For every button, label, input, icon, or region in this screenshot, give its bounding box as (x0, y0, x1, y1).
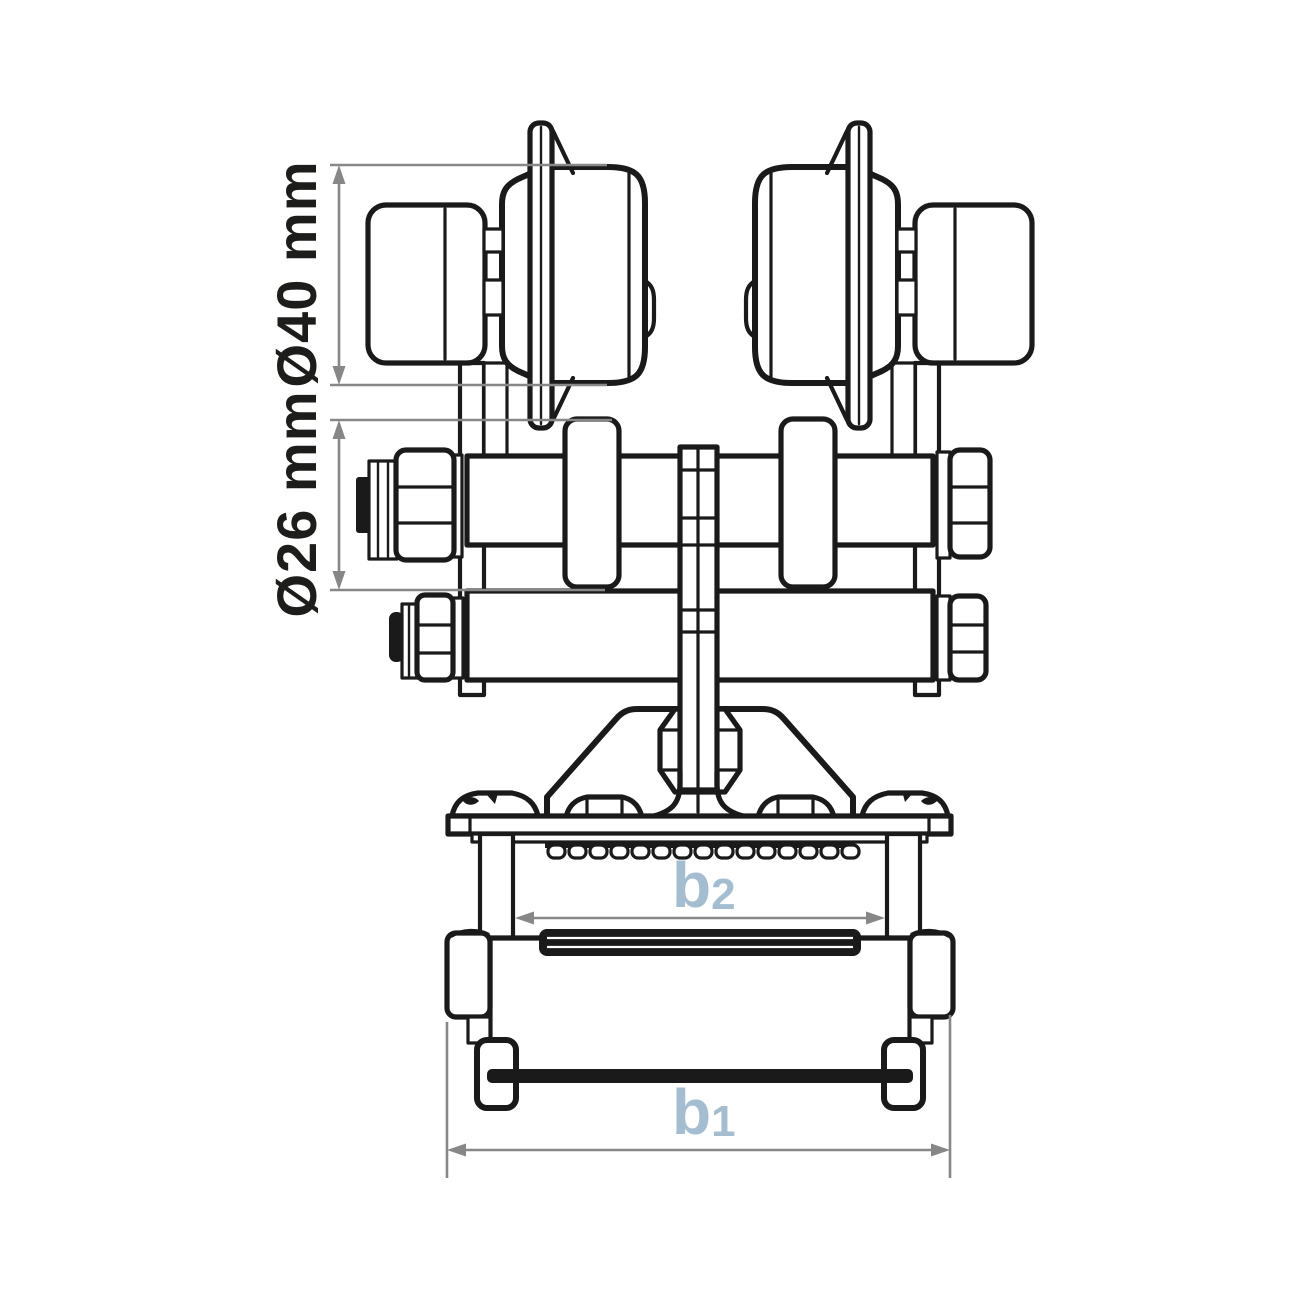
bolt-left-upper-stud (356, 477, 370, 533)
wheel-left-hub-bump (642, 278, 657, 340)
dimension-roller-diameter: Ø40 mm (265, 161, 607, 388)
side-plate-right-upper-bracket (890, 361, 917, 458)
c-profile-lip-left (444, 928, 493, 1045)
wheel-left-hub-stub-upper (482, 227, 505, 254)
clamp-plate (445, 813, 954, 837)
dimension-outer-width-b1: b1 (445, 1015, 952, 1178)
c-profile-clamp (444, 831, 953, 1111)
dimension-label-inner-width: b2 (672, 849, 736, 921)
bolt-left-upper-washers (367, 459, 399, 561)
center-strap (647, 444, 750, 834)
buffer-strip (539, 929, 861, 956)
dimension-label-roller-diameter: Ø40 mm (265, 161, 328, 388)
spacer-sleeve-right (778, 416, 838, 590)
bolt-left-lower (389, 592, 456, 683)
dimension-label-outer-width: b1 (672, 1076, 736, 1148)
clamp-plate-assembly (445, 790, 954, 860)
bolt-right-lower (947, 593, 989, 683)
hanger-bar-right (884, 831, 923, 943)
bolt-right-upper-hex-nut (947, 447, 993, 560)
bolt-left-lower-hex-head (414, 592, 456, 683)
hanger-bar-left (477, 831, 516, 943)
clamp-plate-lip (470, 832, 929, 844)
bolt-right-lower-hex-nut (947, 593, 989, 683)
bolt-left-upper (356, 447, 457, 563)
c-profile-web (487, 935, 913, 1079)
serrated-strip (545, 841, 861, 860)
wheel-left-end-cap (365, 202, 488, 366)
c-profile-lip-right (910, 930, 953, 1043)
wheel-left-tread (499, 164, 648, 386)
spacer-sleeve-left (562, 416, 622, 590)
wheel-left (365, 120, 657, 431)
axle-bolts (356, 447, 993, 683)
dimension-crossbar-diameter: Ø26 mm (265, 391, 612, 618)
dimension-label-crossbar-diameter: Ø26 mm (265, 391, 328, 618)
bolt-right-upper (947, 447, 993, 560)
c-profile-bottom-band (487, 1069, 913, 1083)
wheel-left-hub-stub-lower (482, 278, 505, 317)
side-plate-left-upper-bracket (482, 361, 509, 458)
dimension-inner-width-b2: b2 (515, 849, 885, 925)
bolt-left-upper-hex-head (393, 447, 457, 563)
bolt-left-lower-cap (389, 612, 404, 662)
wheel-right (746, 123, 1032, 428)
